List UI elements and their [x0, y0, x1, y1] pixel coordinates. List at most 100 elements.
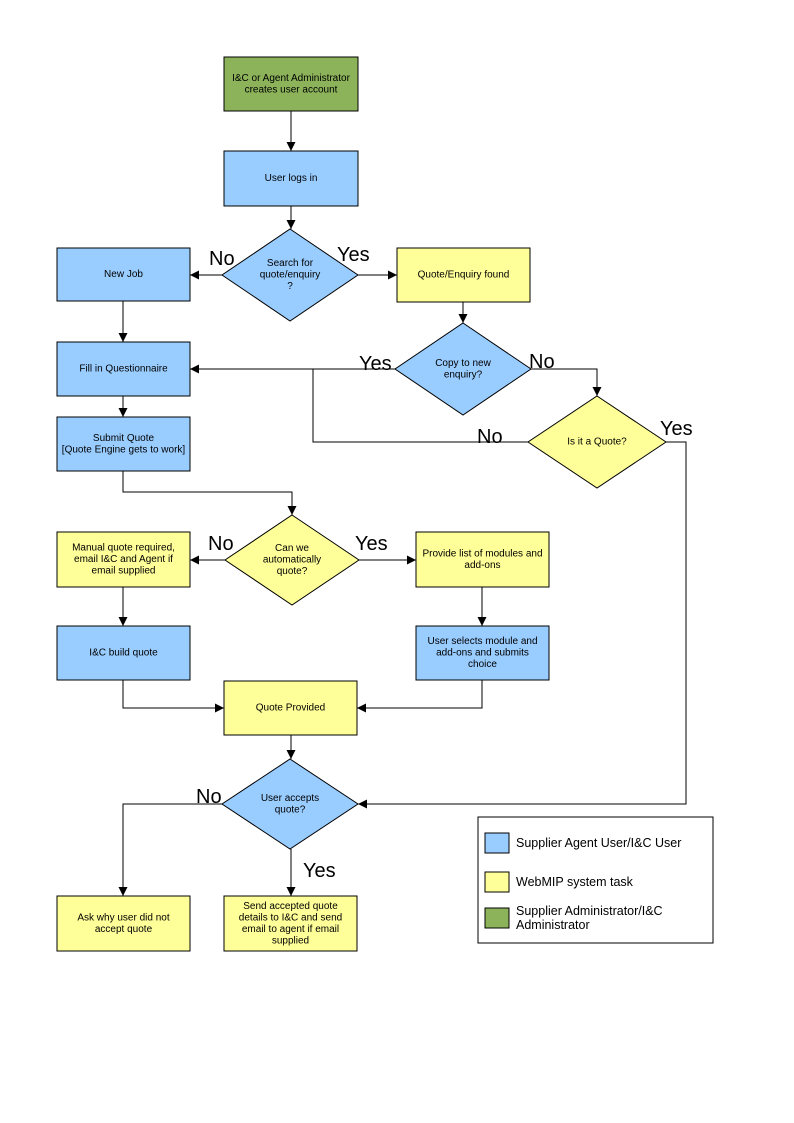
submit-line: [Quote Engine gets to work] — [62, 444, 186, 455]
search-line: quote/enquiry — [260, 270, 321, 281]
node-provided: Quote Provided — [223, 680, 358, 736]
modules-line: Provide list of modules and — [422, 548, 542, 559]
provided-line: Quote Provided — [256, 703, 326, 714]
accepts-decision — [221, 758, 359, 850]
branch-label-copy-yes: Yes — [359, 353, 392, 375]
manual-line: email supplied — [92, 566, 156, 577]
legend-swatch-system — [484, 871, 510, 893]
connector-accepts-to-ask — [118, 803, 222, 896]
manual-line: email I&C and Agent if — [74, 554, 173, 565]
auto-line: Can we — [275, 543, 309, 554]
auto-decision — [224, 514, 360, 606]
branch-label-accepts-yes: Yes — [303, 860, 336, 882]
is-quote-line: Is it a Quote? — [567, 437, 627, 448]
new-job-line: New Job — [104, 269, 143, 280]
node-found: Quote/Enquiry found — [396, 247, 531, 303]
connector-is_quote-to-questionnaire — [312, 369, 528, 443]
connector-copy-to-is_quote — [531, 368, 602, 396]
branch-label-quote-yes: Yes — [660, 418, 693, 440]
modules-box — [415, 531, 550, 588]
legend-label-user: Supplier Agent User/I&C User — [516, 836, 681, 850]
accepts-line: User accepts — [261, 793, 319, 804]
build-line: I&C build quote — [89, 648, 158, 659]
branch-label-accepts-no: No — [196, 786, 222, 808]
auto-line: automatically — [263, 555, 321, 566]
node-login: User logs in — [223, 150, 359, 207]
legend-label-admin: Supplier Administrator/I&C — [516, 904, 663, 918]
send-box — [223, 895, 358, 952]
build-box — [56, 625, 191, 681]
create-account-box — [223, 56, 359, 112]
node-new-job: New Job — [56, 247, 191, 302]
ask-line: Ask why user did not — [77, 912, 169, 923]
auto-line: quote? — [277, 566, 308, 577]
create-account-line: I&C or Agent Administrator — [232, 73, 351, 84]
found-line: Quote/Enquiry found — [418, 270, 510, 281]
select-line: add-ons and submits — [436, 648, 529, 659]
select-line: choice — [468, 659, 497, 670]
found-box — [396, 247, 531, 303]
new-job-box — [56, 247, 191, 302]
questionnaire-line: Fill in Questionnaire — [79, 364, 168, 375]
branch-label-auto-no: No — [208, 533, 234, 555]
manual-line: Manual quote required, — [72, 543, 175, 554]
legend-swatch-user — [484, 832, 510, 854]
copy-decision — [394, 322, 532, 416]
branch-label-copy-no: No — [529, 351, 555, 373]
node-build: I&C build quote — [56, 625, 191, 681]
select-line: User selects module and — [427, 636, 537, 647]
login-line: User logs in — [265, 173, 318, 184]
branch-label-search-no: No — [209, 248, 235, 270]
search-line: ? — [287, 281, 293, 292]
accepts-line: quote? — [275, 804, 306, 815]
legend-box — [477, 816, 714, 944]
legend-label-admin: Administrator — [516, 918, 590, 932]
ask-line: accept quote — [95, 924, 153, 935]
connector-build-to-provided — [122, 680, 224, 713]
copy-line: enquiry? — [444, 369, 483, 380]
node-submit: Submit Quote[Quote Engine gets to work] — [56, 416, 191, 472]
node-manual: Manual quote required,email I&C and Agen… — [56, 531, 191, 588]
send-line: Send accepted quote — [243, 901, 338, 912]
branch-label-quote-no: No — [477, 426, 503, 448]
manual-box — [56, 531, 191, 588]
select-box — [415, 625, 550, 681]
submit-line: Submit Quote — [93, 433, 155, 444]
copy-line: Copy to new — [435, 358, 491, 369]
connector-is_quote-to-accepts — [358, 441, 687, 809]
send-line: details to I&C and send — [239, 912, 342, 923]
provided-box — [223, 680, 358, 736]
search-line: Search for — [267, 258, 314, 269]
legend-label-system: WebMIP system task — [516, 875, 634, 889]
ask-box — [56, 895, 191, 952]
questionnaire-box — [56, 341, 191, 397]
node-is-quote: Is it a Quote? — [527, 395, 667, 489]
node-questionnaire: Fill in Questionnaire — [56, 341, 191, 397]
login-box — [223, 150, 359, 207]
connector-select-to-provided — [357, 680, 483, 713]
branch-label-auto-yes: Yes — [355, 533, 388, 555]
send-line: supplied — [272, 935, 309, 946]
search-decision — [221, 228, 359, 322]
create-account-line: creates user account — [245, 84, 338, 95]
legend-swatch-admin — [484, 907, 510, 929]
submit-box — [56, 416, 191, 472]
is-quote-decision — [527, 395, 667, 489]
connector-submit-to-auto — [122, 471, 297, 515]
modules-line: add-ons — [464, 560, 500, 571]
send-line: email to agent if email — [242, 924, 339, 935]
connectors — [118, 111, 687, 896]
